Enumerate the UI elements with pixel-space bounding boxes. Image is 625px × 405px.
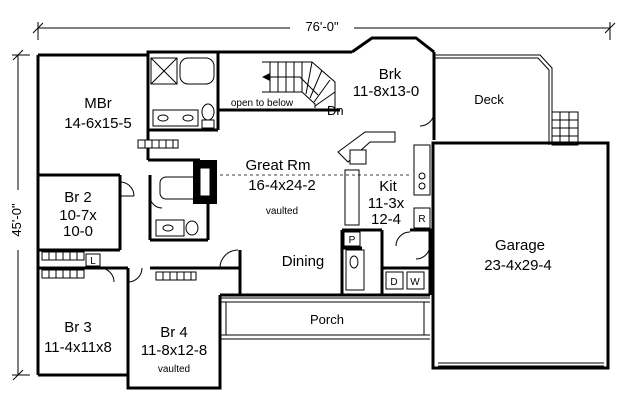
garage-walls [431,141,610,370]
br2-size-2: 10-0 [63,223,93,240]
washer-label: W [410,277,420,288]
stair [262,61,336,108]
br2-size-1: 10-7x [59,207,97,224]
pantry-label: P [349,235,356,246]
deck-outline [434,54,579,146]
exterior-walls [36,36,436,390]
dashed-beam-lines [220,109,412,176]
brk-name: Brk [379,66,402,83]
open-to-below-label: open to below [231,98,294,109]
kit-name: Kit [379,178,397,195]
br4-name: Br 4 [160,324,188,341]
master-bath-fixtures [150,57,215,129]
br3-size: 11-4x11x8 [44,339,112,356]
great-room-size: 16-4x24-2 [248,177,316,194]
linen-label: L [90,256,96,267]
garage-name: Garage [495,237,545,254]
great-room-name: Great Rm [245,157,310,174]
refrigerator-label: R [418,214,425,225]
kit-size-1: 11-3x [368,195,405,212]
br4-size: 11-8x12-8 [141,342,207,359]
deck-name: Deck [474,92,504,107]
stair-down-label: Dn [327,103,344,118]
depth-dimension-line: 45'-0" [8,49,30,381]
fixture-labels: open to below Dn L P R D W [90,98,425,288]
dining-name: Dining [282,253,325,270]
width-dimension: 76'-0" [305,19,339,34]
porch-name: Porch [310,312,344,327]
dryer-label: D [390,277,397,288]
br4-note: vaulted [158,364,190,375]
fireplace [193,160,217,204]
garage-size: 23-4x29-4 [484,257,552,274]
door-swings [99,111,435,283]
mbr-name: MBr [84,95,112,112]
depth-dimension: 45'-0" [9,203,24,237]
closets [41,139,197,281]
brk-size: 11-8x13-0 [353,83,419,100]
width-dimension-line: 76'-0" [32,18,616,40]
kit-size-2: 12-4 [371,211,401,228]
br3-name: Br 3 [64,319,92,336]
great-room-note: vaulted [266,206,298,217]
kitchen-fixtures [337,131,431,291]
br2-name: Br 2 [64,189,92,206]
mbr-size: 14-6x15-5 [64,115,132,132]
room-labels: MBr 14-6x15-5 Br 2 10-7x 10-0 Br 3 11-4x… [44,66,552,375]
